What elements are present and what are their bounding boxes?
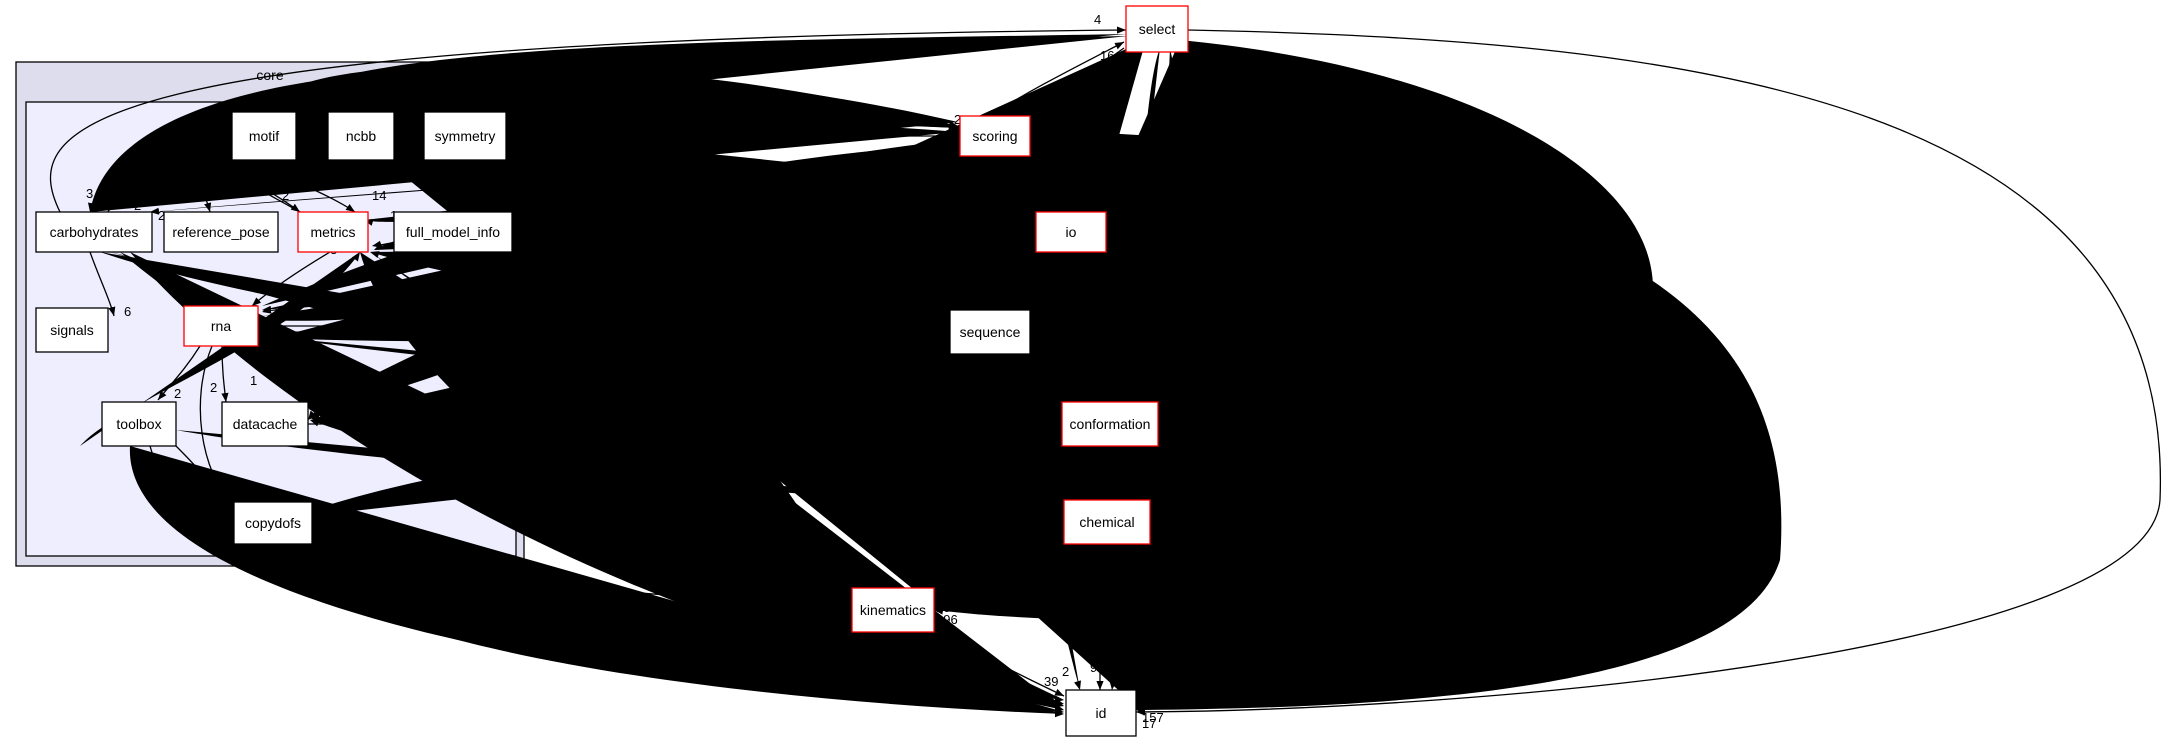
edge-label: 4 [1094,12,1101,27]
node-motif[interactable]: motif [231,111,297,161]
node-sequence[interactable]: sequence [949,309,1031,355]
node-id[interactable]: id [1065,689,1137,737]
node-pose[interactable]: pose [138,120,218,160]
edge-label: 2 [1062,664,1069,679]
edge-label: 2 [174,386,181,401]
node-label: signals [50,322,94,338]
edge-label: 2 [210,380,217,395]
edge-label: 4 [1040,498,1047,513]
edge-label: 58 [1040,398,1054,413]
node-label: motif [249,128,279,144]
edge-label: 45 [1112,664,1126,679]
edge-label: 9 [482,92,489,107]
node-label: scoring [972,128,1017,144]
node-conformation[interactable]: conformation [1061,401,1159,447]
edge-label: 8 [1138,386,1145,401]
edge-label: 6 [1040,412,1047,427]
edge-label: 10 [936,600,950,615]
node-datacache[interactable]: datacache [221,401,309,447]
edge-label: 196 [936,612,958,627]
node-full-model-info[interactable]: full_model_info [393,211,513,253]
node-chemical[interactable]: chemical [1063,499,1151,545]
edge-label: 8 [1160,386,1167,401]
edge-label: 1 [1014,204,1021,219]
edge-label: 2 [134,198,141,213]
edge-label: 3 [86,186,93,201]
edge-carbohydrates-select: 4 [49,12,1127,213]
node-carbohydrates[interactable]: carbohydrates [35,211,153,253]
node-label: rna [211,318,231,334]
cluster-label: core [256,67,283,83]
node-toolbox[interactable]: toolbox [101,401,177,447]
edge-label: 1 [900,566,907,581]
edge-label: 4 [1040,428,1047,443]
edge-rna-toolbox: 2 [157,345,201,401]
edge-label: 17 [1142,716,1156,731]
edge-label: 1 [1116,374,1123,389]
node-label: carbohydrates [50,224,139,240]
edge-label: 2 [1060,184,1067,199]
node-label: pose [155,130,186,146]
node-label: conformation [1070,416,1151,432]
node-label: toolbox [116,416,161,432]
edge-label: 5 [1080,288,1087,303]
node-ncbb[interactable]: ncbb [327,111,395,161]
node-reference-pose[interactable]: reference_pose [163,211,279,253]
node-label: datacache [233,416,298,432]
edge-label: 1 [1146,674,1153,689]
edge-label: 1 [250,373,257,388]
edge-label: 2 [954,112,961,127]
edge-label: 1 [1082,374,1089,389]
node-metrics[interactable]: metrics [297,211,369,253]
node-rna[interactable]: rna [183,305,259,347]
edge-label: 39 [1044,674,1058,689]
node-label: symmetry [435,128,496,144]
node-label: copydofs [245,515,301,531]
node-io[interactable]: io [1035,211,1107,253]
edge-select-id: 157 [1135,29,2161,725]
node-label: reference_pose [172,224,270,240]
edge-label: 2 [1138,458,1145,473]
edge-label: 15 [1038,490,1052,505]
node-label: io [1066,224,1077,240]
node-kinematics[interactable]: kinematics [851,587,935,633]
node-copydofs[interactable]: copydofs [233,501,313,545]
node-scoring[interactable]: scoring [959,115,1031,157]
node-label: kinematics [860,602,926,618]
edge-label: 2 [370,160,377,175]
node-label: metrics [310,224,355,240]
edge-label: 9 [1074,476,1081,491]
edge-label: 2 [282,188,289,203]
edge-label: 99 [1038,504,1052,519]
node-label: id [1096,705,1107,721]
edge-label: 1 [844,566,851,581]
node-label: chemical [1079,514,1134,530]
edge-label: 1 [922,566,929,581]
edges: 2 2 2 18 14 51 6 4 [49,12,2161,725]
node-select[interactable]: select [1125,5,1189,53]
edge-label: 37 [1162,406,1176,421]
edge-label: 6 [124,304,131,319]
edge-label: 157 [1142,710,1164,725]
edge-label: 96 [1148,516,1162,531]
edge-carbohydrates-signals: 6 [89,251,131,319]
edge-label: 3 [1146,490,1153,505]
edge-label: 2 [1066,374,1073,389]
node-label: sequence [960,324,1021,340]
node-label: full_model_info [406,224,500,240]
edge-label: 14 [372,188,386,203]
edge-label: 2 [158,208,165,223]
node-label: ncbb [346,128,377,144]
edge-label: 6 [286,92,293,107]
node-symmetry[interactable]: symmetry [423,111,507,161]
edge-label: 7 [1150,516,1157,531]
node-signals[interactable]: signals [35,307,109,353]
node-label: select [1139,21,1176,37]
